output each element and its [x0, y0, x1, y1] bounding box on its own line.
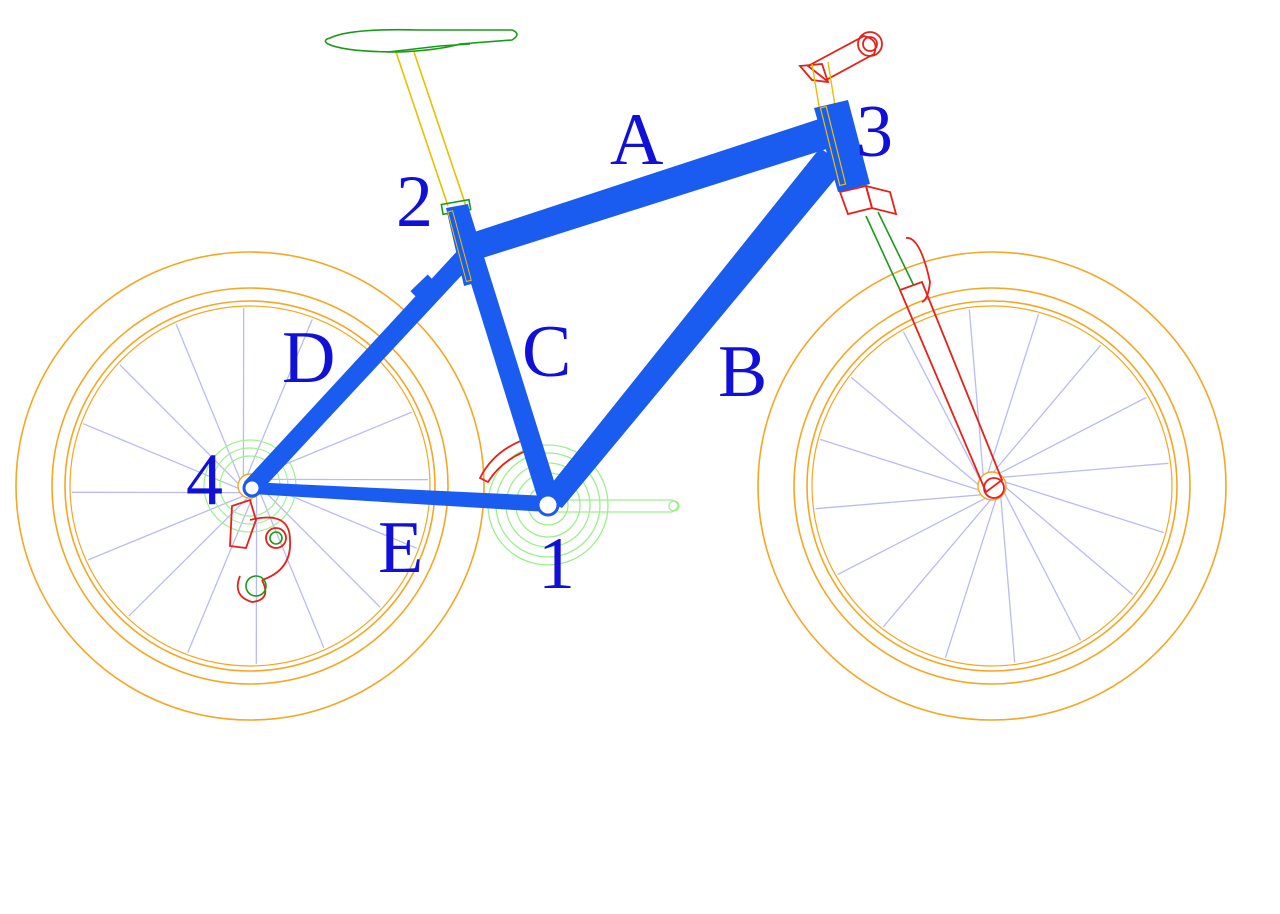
- label-bottom-bracket: 1: [538, 523, 575, 605]
- front-tire-inner: [793, 287, 1191, 685]
- spoke: [882, 499, 991, 628]
- front-tire-outer: [757, 251, 1227, 721]
- down-tube: [540, 148, 846, 508]
- seat-stay: [244, 248, 474, 494]
- front-wheel: [757, 251, 1227, 721]
- spoke: [987, 314, 1040, 473]
- front-rim-outer: [806, 300, 1178, 672]
- fork-stanchion: [865, 211, 915, 291]
- spoke: [944, 499, 997, 658]
- stem-icon: [798, 31, 883, 84]
- jockey-wheel: [245, 531, 283, 597]
- chain-stay: [250, 482, 548, 512]
- label-seat-tube: C: [522, 311, 571, 393]
- labels: A B C D E 1 2 3 4: [186, 91, 893, 605]
- front-rim-inner: [811, 305, 1173, 667]
- rear-rim-outer: [64, 300, 436, 672]
- spoke: [1002, 462, 1169, 478]
- rear-tire-inner: [51, 287, 449, 685]
- label-seat-cluster: 2: [396, 161, 433, 243]
- fork-icon: [838, 184, 1005, 499]
- spoke: [820, 438, 979, 491]
- label-chain-stay: E: [378, 507, 423, 589]
- head-tube: [814, 100, 870, 192]
- label-down-tube: B: [718, 331, 767, 413]
- label-seat-stay: D: [282, 317, 335, 399]
- seat-tube: [450, 212, 560, 506]
- front-hub: [977, 471, 1007, 501]
- spoke: [998, 396, 1147, 475]
- spoke: [815, 494, 982, 510]
- label-rear-dropout: 4: [186, 439, 223, 521]
- spoke: [993, 344, 1102, 473]
- head-tube-highlight: [819, 105, 847, 187]
- rear-dropout-joint: [242, 478, 262, 498]
- frame: [242, 100, 870, 517]
- derailleur-icon: [229, 498, 291, 603]
- rear-rim-inner: [69, 305, 431, 667]
- spoke: [902, 331, 981, 480]
- seat-collar-highlight: [447, 210, 472, 283]
- spoke: [1000, 496, 1016, 663]
- spoke: [968, 309, 984, 476]
- label-head-tube: 3: [856, 91, 893, 173]
- spoke: [1003, 492, 1082, 641]
- label-top-tube: A: [610, 99, 663, 181]
- top-tube: [456, 118, 836, 262]
- spoke: [1005, 487, 1134, 596]
- front-spokes: [815, 309, 1169, 663]
- spoke: [259, 492, 325, 649]
- bottom-bracket-joint: [536, 493, 560, 517]
- seat-stay-bridge: [410, 274, 442, 306]
- spoke: [837, 497, 986, 576]
- seatpost: [395, 51, 467, 207]
- rear-tire-outer: [15, 251, 485, 721]
- spoke: [850, 376, 979, 485]
- spoke: [1005, 481, 1164, 534]
